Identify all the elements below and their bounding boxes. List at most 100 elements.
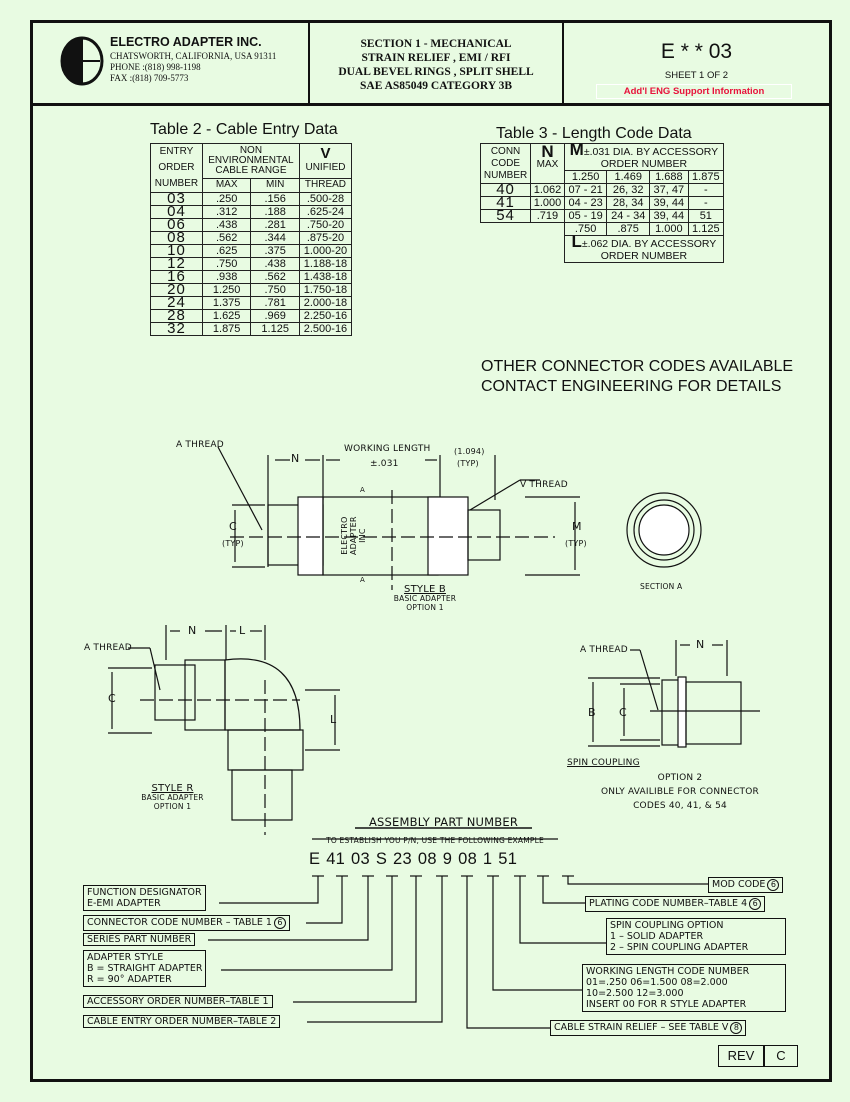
blank <box>530 222 565 236</box>
table-cell: 1.438-18 <box>298 270 353 284</box>
table-cell: .500-28 <box>298 192 353 206</box>
h: CODE <box>491 157 520 169</box>
table3-title: Table 3 - Length Code Data <box>496 125 692 142</box>
typ-label: (TYP) <box>222 539 244 548</box>
fax: FAX :(818) 709-5773 <box>110 73 189 83</box>
assembly-title: ASSEMBLY PART NUMBER <box>368 815 519 829</box>
t: ADAPTER <box>349 516 358 555</box>
t: CABLE STRAIN RELIEF – SEE TABLE V <box>554 1022 729 1033</box>
l-dim: L <box>239 624 246 637</box>
n-dim: N <box>696 638 705 651</box>
table-cell: .750-20 <box>298 218 353 232</box>
table-cell: 03 <box>150 191 203 206</box>
tolerance: ±.031 <box>370 459 399 469</box>
table-cell: 2.250-16 <box>298 309 353 323</box>
t: R = 90° ADAPTER <box>87 974 172 985</box>
table-cell: .625-24 <box>298 205 353 219</box>
t: ELECTRO <box>340 516 349 555</box>
divider <box>308 23 310 103</box>
a-thread-label: A THREAD <box>84 643 132 653</box>
m-size-cell: 1.688 <box>649 170 689 184</box>
company-logo-icon <box>60 36 104 86</box>
t: PLATING CODE NUMBER–TABLE 4 <box>589 898 748 909</box>
note-icon: 6 <box>767 879 780 891</box>
company-name: ELECTRO ADAPTER INC. <box>110 35 262 49</box>
a-thread-label: A THREAD <box>580 645 628 655</box>
h: ORDER NUMBER <box>600 250 688 262</box>
table-cell: 16 <box>150 269 203 284</box>
h: THREAD <box>298 177 353 194</box>
drawing-frame <box>30 20 832 1082</box>
table-cell: 1.125 <box>250 322 300 336</box>
h: NON <box>239 144 263 156</box>
h: NUMBER <box>154 178 199 189</box>
sheet-number: SHEET 1 OF 2 <box>664 70 729 81</box>
support-link[interactable]: Add'l ENG Support Information <box>596 84 792 99</box>
table-cell: .156 <box>250 192 300 206</box>
section-line: SAE AS85049 CATEGORY 3B <box>360 80 512 92</box>
n-dim: N <box>291 452 300 465</box>
t: INSERT 00 FOR R STYLE ADAPTER <box>586 999 747 1010</box>
table-cell: 24 - 34 <box>606 209 651 223</box>
table-cell: 1.875 <box>201 322 252 336</box>
table-cell: 32 <box>150 321 203 336</box>
t: INC <box>358 528 367 543</box>
assembly-leader-lines <box>208 827 708 1029</box>
section-marker: A <box>360 576 365 584</box>
b-dim: B <box>588 706 596 719</box>
rev-value: C <box>764 1045 798 1067</box>
divider <box>562 23 564 103</box>
h: NUMBER <box>483 169 528 181</box>
t: OPTION 1 <box>406 603 444 612</box>
table-cell: 24 <box>150 295 203 310</box>
t: ONLY AVAILIBLE FOR CONNECTOR <box>601 787 759 797</box>
t: ADAPTER STYLE <box>87 952 164 963</box>
t: STYLE R <box>151 783 194 794</box>
m-size-cell: 1.250 <box>563 170 608 184</box>
table-cell: 1.750-18 <box>298 283 353 297</box>
section-marker: A <box>360 486 365 494</box>
t: CODES 40, 41, & 54 <box>633 801 727 811</box>
phone: PHONE :(818) 998-1198 <box>110 62 201 72</box>
n-dim: N <box>188 624 197 637</box>
table-cell: .188 <box>250 205 300 219</box>
h: ORDER <box>158 162 195 173</box>
t: SPIN COUPLING OPTION <box>610 920 724 931</box>
table-cell: 05 - 19 <box>563 209 608 223</box>
assembly-subtitle: TO ESTABLISH YOU P/N, USE THE FOLLOWING … <box>326 836 544 845</box>
spin-coupling-drawing <box>588 640 760 748</box>
section-a-drawing <box>626 492 702 568</box>
typ-label: (TYP) <box>457 459 479 468</box>
table-row: 06.438.281.750-20 <box>150 217 353 232</box>
t: 2 – SPIN COUPLING ADAPTER <box>610 942 749 953</box>
h: UNIFIED <box>305 161 346 173</box>
table-cell: .562 <box>201 231 252 245</box>
table-cell: .625 <box>201 244 252 258</box>
cable-entry-callout: CABLE ENTRY ORDER NUMBER–TABLE 2 <box>83 1015 281 1028</box>
m-dim: M <box>572 520 582 533</box>
l-dim: L <box>330 713 337 726</box>
t: 1 – SOLID ADAPTER <box>610 931 704 942</box>
l-size-cell: 1.125 <box>687 222 725 236</box>
title-block <box>33 23 829 106</box>
m-size-cell: 1.469 <box>606 170 651 184</box>
table-cell: 40 <box>479 182 532 197</box>
note-icon: 6 <box>273 917 286 929</box>
h: V <box>320 144 331 162</box>
